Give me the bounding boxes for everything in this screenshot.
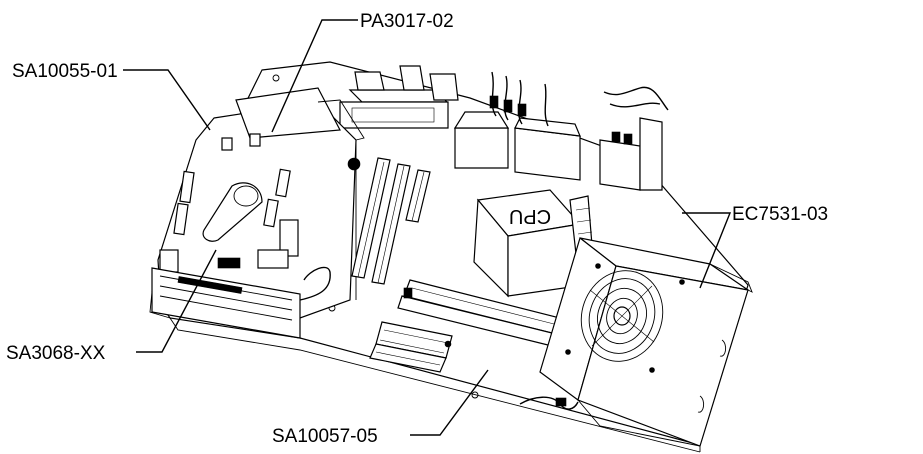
power-supply xyxy=(519,236,753,447)
drive-module xyxy=(151,266,331,339)
callout-motherboard: SA10057-05 xyxy=(272,426,378,447)
cpu-module: CPU xyxy=(473,189,595,298)
callout-drive-bracket: SA10055-01 xyxy=(12,61,118,82)
cpu-marking: CPU xyxy=(509,205,551,227)
connector-bank xyxy=(369,321,453,373)
callout-leaders xyxy=(123,19,732,436)
cable-harness xyxy=(489,71,669,191)
io-connector-block xyxy=(339,65,581,181)
callout-bracket-assembly: PA3017-02 xyxy=(360,11,454,32)
callout-drive-module: SA3068-XX xyxy=(6,343,106,364)
drive-bracket xyxy=(157,87,365,319)
expansion-slots xyxy=(351,157,431,285)
callout-power-supply: EC7531-03 xyxy=(732,204,828,225)
